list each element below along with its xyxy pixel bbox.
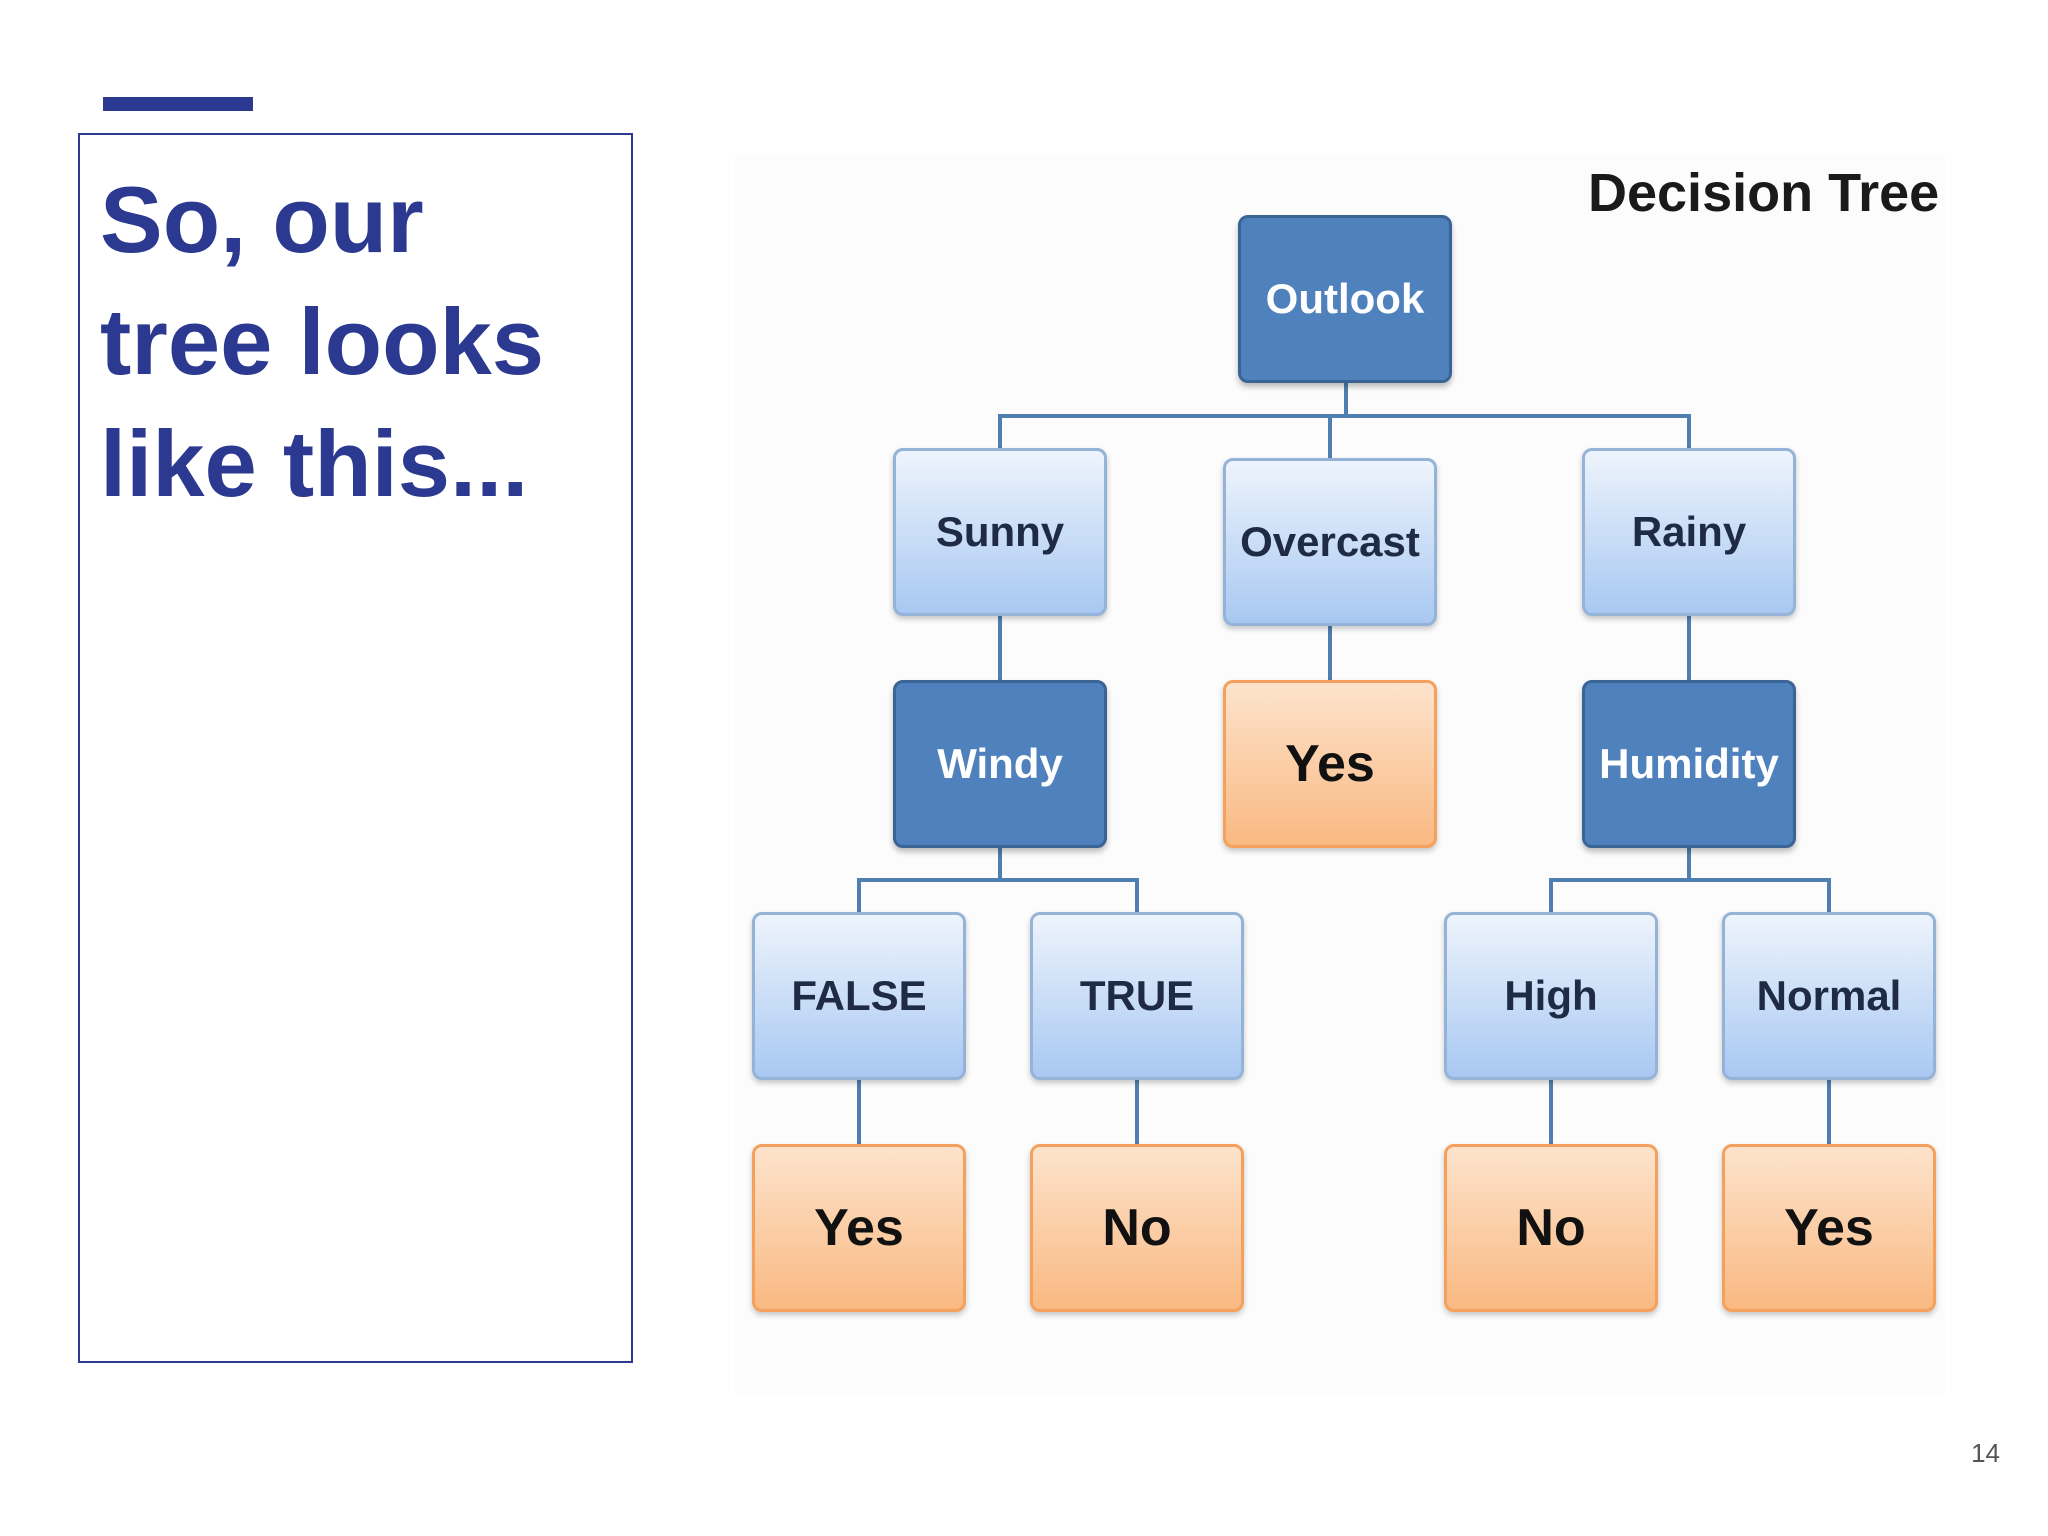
node-overcast: Overcast bbox=[1223, 458, 1437, 626]
leaf-overcast-yes: Yes bbox=[1223, 680, 1437, 848]
connector bbox=[998, 414, 1689, 418]
accent-bar bbox=[103, 97, 253, 111]
title-line-1: So, our bbox=[100, 167, 424, 272]
title-line-2: tree looks bbox=[100, 289, 545, 394]
leaf-false-yes: Yes bbox=[752, 1144, 966, 1312]
title-line-3: like this... bbox=[100, 411, 529, 516]
connector bbox=[857, 878, 861, 914]
connector bbox=[1827, 1080, 1831, 1146]
connector bbox=[857, 878, 1137, 882]
node-outlook: Outlook bbox=[1238, 215, 1452, 383]
node-rainy: Rainy bbox=[1582, 448, 1796, 616]
connector bbox=[1687, 616, 1691, 682]
connector bbox=[1549, 878, 1831, 882]
node-sunny: Sunny bbox=[893, 448, 1107, 616]
node-high: High bbox=[1444, 912, 1658, 1080]
node-false: FALSE bbox=[752, 912, 966, 1080]
connector bbox=[1135, 878, 1139, 914]
connector bbox=[1135, 1080, 1139, 1146]
connector bbox=[1344, 383, 1348, 416]
connector bbox=[1687, 414, 1691, 450]
connector bbox=[1687, 848, 1691, 880]
title-box: So, our tree looks like this... bbox=[78, 133, 633, 1363]
connector bbox=[998, 616, 1002, 682]
node-true: TRUE bbox=[1030, 912, 1244, 1080]
connector bbox=[998, 414, 1002, 450]
connector bbox=[857, 1080, 861, 1146]
connector bbox=[1549, 1080, 1553, 1146]
leaf-high-no: No bbox=[1444, 1144, 1658, 1312]
connector bbox=[998, 848, 1002, 880]
figure-title: Decision Tree bbox=[1588, 163, 1940, 223]
connector bbox=[1328, 626, 1332, 682]
node-humidity: Humidity bbox=[1582, 680, 1796, 848]
leaf-normal-yes: Yes bbox=[1722, 1144, 1936, 1312]
connector bbox=[1549, 878, 1553, 914]
node-windy: Windy bbox=[893, 680, 1107, 848]
leaf-true-no: No bbox=[1030, 1144, 1244, 1312]
connector bbox=[1328, 414, 1332, 460]
connector bbox=[1827, 878, 1831, 914]
node-normal: Normal bbox=[1722, 912, 1936, 1080]
slide-number: 14 bbox=[1971, 1438, 2000, 1468]
